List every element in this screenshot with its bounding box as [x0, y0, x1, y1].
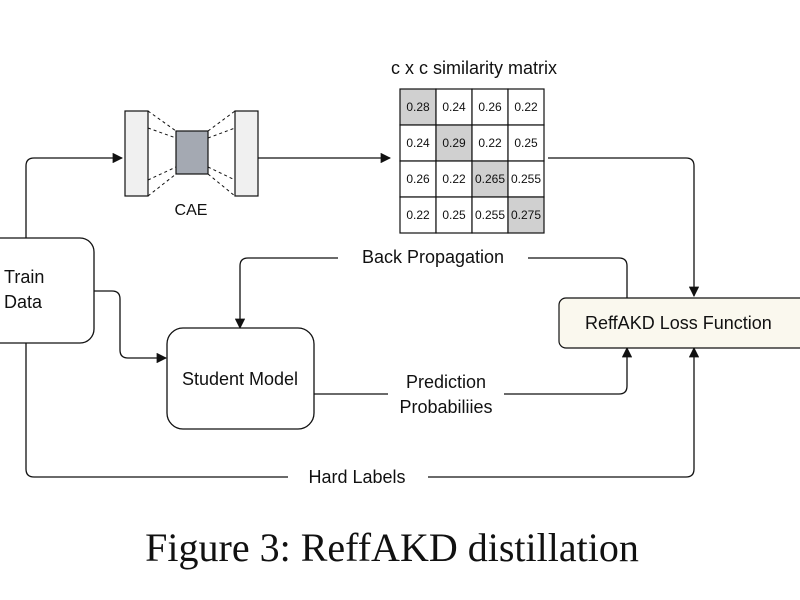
figure-caption: Figure 3: ReffAKD distillation: [145, 525, 639, 570]
student-model-label: Student Model: [182, 369, 298, 389]
similarity-matrix: c x c similarity matrix 0.28 0.24 0.26 0.22…: [391, 58, 557, 234]
cae-dashed-connectors: [147, 110, 236, 197]
matrix-cell-value: 0.255: [475, 208, 505, 222]
edge-back-propagation-left: [234, 257, 338, 330]
matrix-cell: [507, 196, 545, 234]
train-data-label-line1: Train: [4, 267, 44, 287]
matrix-cell-value: 0.255: [511, 172, 541, 186]
matrix-cell: [435, 124, 473, 162]
matrix-cell-value: 0.265: [475, 172, 505, 186]
matrix-cell: [399, 196, 437, 234]
matrix-cell-value: 0.22: [442, 172, 466, 186]
cae-bottleneck-block: [175, 130, 209, 175]
loss-function-label: ReffAKD Loss Function: [585, 313, 772, 333]
matrix-cell-value: 0.26: [406, 172, 430, 186]
cae-label: CAE: [175, 202, 208, 219]
edge-hard-labels-right: [428, 346, 700, 478]
matrix-cell-value: 0.22: [478, 136, 502, 150]
matrix-cell-value: 0.22: [406, 208, 430, 222]
hard-labels-label: Hard Labels: [308, 467, 405, 487]
loss-function-node: ReffAKD Loss Function: [558, 297, 800, 349]
edge-train-to-cae: [25, 152, 124, 238]
matrix-cell: [471, 124, 509, 162]
edge-matrix-to-loss: [548, 157, 700, 298]
back-propagation-label: Back Propagation: [362, 247, 504, 267]
prediction-label-line1: Prediction: [406, 372, 486, 392]
edge-back-propagation-right: [528, 257, 628, 299]
matrix-cell-value: 0.29: [442, 136, 466, 150]
matrix-title: c x c similarity matrix: [391, 58, 557, 78]
matrix-cells: 0.28 0.24 0.26 0.22 0.24 0.29 0.22 0.25 0.26 0.22…: [399, 88, 545, 234]
student-model-node: Student Model: [166, 327, 315, 430]
matrix-cell-value: 0.25: [514, 136, 538, 150]
matrix-cell: [399, 124, 437, 162]
matrix-cell: [435, 196, 473, 234]
matrix-cell-value: 0.26: [478, 100, 502, 114]
edge-prediction-right: [504, 346, 633, 395]
matrix-cell-value: 0.275: [511, 208, 541, 222]
matrix-cell-value: 0.24: [442, 100, 466, 114]
matrix-cell: [507, 160, 545, 198]
matrix-cell: [507, 124, 545, 162]
prediction-label-line2: Probabiliies: [399, 397, 492, 417]
cae-node: CAE: [124, 110, 259, 219]
train-data-node: Train Data: [0, 237, 95, 344]
train-data-label-line2: Data: [4, 292, 43, 312]
matrix-cell-value: 0.28: [406, 100, 430, 114]
cae-decoder-block: [234, 110, 259, 197]
matrix-cell-value: 0.24: [406, 136, 430, 150]
edge-train-to-student: [94, 290, 168, 364]
matrix-cell-value: 0.22: [514, 100, 538, 114]
matrix-cell: [435, 160, 473, 198]
matrix-cell-value: 0.25: [442, 208, 466, 222]
cae-encoder-block: [124, 110, 149, 197]
edge-hard-labels-left: [25, 343, 288, 478]
